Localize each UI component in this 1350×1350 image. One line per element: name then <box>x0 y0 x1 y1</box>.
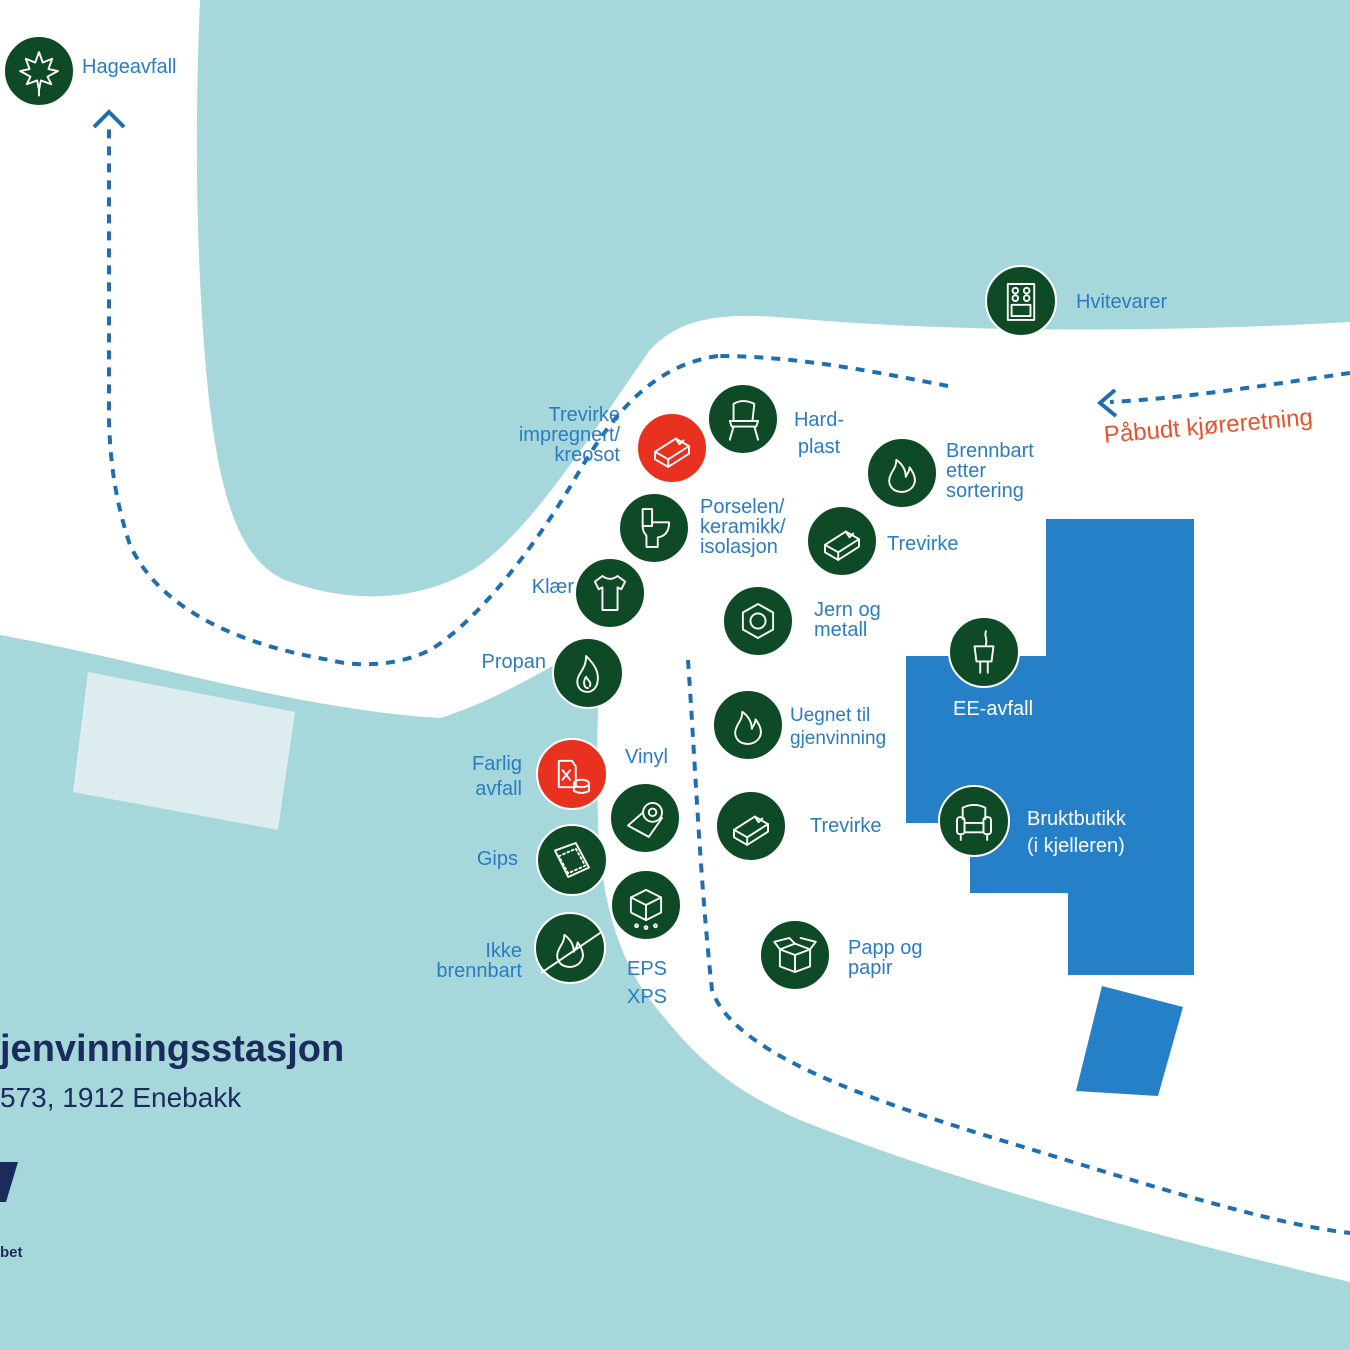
no-flame-icon[interactable] <box>534 912 606 984</box>
station-label-trevirke-2: Trevirke <box>810 815 882 837</box>
stove-icon[interactable] <box>985 265 1057 337</box>
hex-nut-icon[interactable] <box>722 585 794 657</box>
toilet-icon[interactable] <box>618 492 690 564</box>
dashed-path-right-entry <box>1109 371 1350 404</box>
tshirt-icon[interactable] <box>574 557 646 629</box>
plasterboard-icon[interactable] <box>536 824 608 896</box>
station-label-klaer: Klær <box>531 576 574 598</box>
arrow-up-icon <box>92 109 126 129</box>
road-area <box>0 0 1350 1282</box>
plastic-chair-icon[interactable] <box>707 383 779 455</box>
wood-plank-icon[interactable] <box>715 790 787 862</box>
station-label-porselen: Porselen/keramikk/isolasjon <box>700 496 786 558</box>
station-label-hvitevarer: Hvitevarer <box>1076 291 1168 313</box>
dashed-path-loop <box>107 125 719 667</box>
station-label-hageavfall: Hageavfall <box>82 56 177 78</box>
station-label-trevirke-1: Trevirke <box>887 533 959 555</box>
main-building <box>906 519 1194 975</box>
station-label-vinyl: Vinyl <box>625 746 668 768</box>
station-label-propan: Propan <box>481 651 547 673</box>
gas-flame-icon[interactable] <box>552 637 624 709</box>
logo-text: bet <box>0 1244 23 1261</box>
leaf-icon[interactable] <box>3 35 75 107</box>
cardboard-box-icon[interactable] <box>759 919 831 991</box>
small-building <box>1076 986 1183 1096</box>
station-label-hardplast: Hard-plast <box>793 409 844 458</box>
logo-mark-icon <box>0 1162 20 1202</box>
station-label-bruktbutikk: Bruktbutikk(i kjelleren) <box>1027 808 1126 857</box>
station-label-ee-avfall: EE-avfall <box>953 698 1034 720</box>
flame-icon[interactable] <box>712 689 784 761</box>
page-title: jenvinningsstasjon <box>0 1028 345 1070</box>
wood-plank-icon[interactable] <box>636 412 708 484</box>
vinyl-roll-icon[interactable] <box>609 782 681 854</box>
dashed-path-bottom <box>686 659 1350 1235</box>
foam-block-icon[interactable] <box>610 869 682 941</box>
armchair-icon[interactable] <box>938 785 1010 857</box>
plug-icon[interactable] <box>948 616 1020 688</box>
flame-icon[interactable] <box>866 437 938 509</box>
arrow-left-icon <box>1096 388 1118 418</box>
parking-area-bottom <box>73 672 295 830</box>
station-label-gips: Gips <box>476 848 518 870</box>
address: 573, 1912 Enebakk <box>0 1082 242 1113</box>
hazard-can-icon[interactable] <box>536 738 608 810</box>
wood-plank-icon[interactable] <box>806 505 878 577</box>
